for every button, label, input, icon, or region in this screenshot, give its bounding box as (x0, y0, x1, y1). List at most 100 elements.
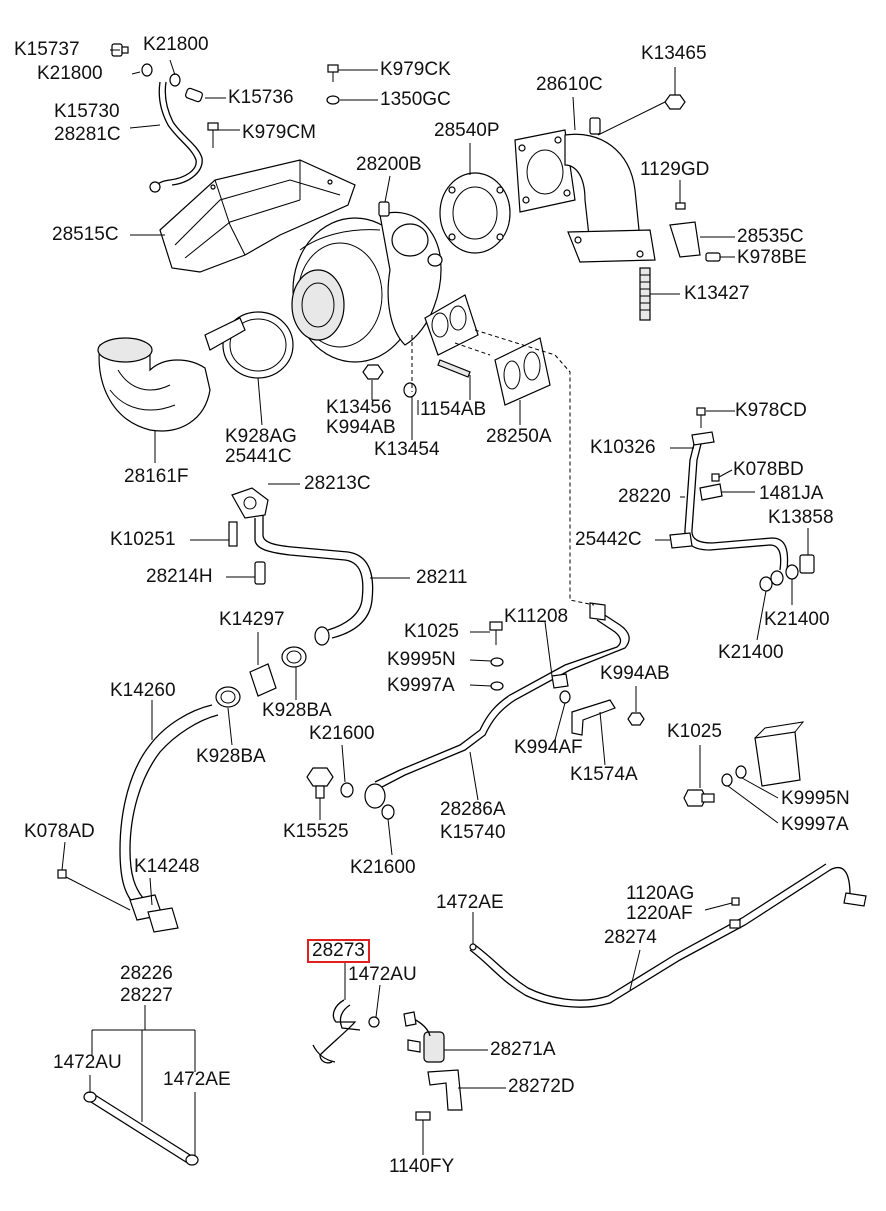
oil-feed-pipe-28281c (149, 81, 203, 193)
part-label-28214h: 28214H (146, 566, 213, 587)
part-label-k9995n-upper: K9995N (387, 649, 456, 670)
bracket-k1574a (571, 699, 616, 736)
part-label-k994ab-right: K994AB (600, 663, 670, 684)
washer-k9997a-lower (721, 773, 733, 787)
part-label-28540p: 28540P (434, 120, 500, 141)
part-label-1472ae-top: 1472AE (436, 892, 504, 913)
clip-1472au (368, 1016, 380, 1028)
turbocharger-28200b (291, 201, 443, 363)
part-label-1350gc: 1350GC (380, 89, 451, 110)
clamp-k928ba-upper (281, 646, 307, 668)
part-label-1472ae-bottom: 1472AE (163, 1069, 231, 1090)
part-label-k9997a-lower: K9997A (781, 814, 849, 835)
bracket-28535c (669, 202, 721, 262)
part-label-k15525: K15525 (283, 821, 349, 842)
washer-k994af (559, 690, 571, 704)
part-label-28273-highlighted: 28273 (307, 939, 370, 963)
part-label-k15730: K15730 (54, 101, 120, 122)
part-label-28227: 28227 (120, 985, 173, 1006)
part-label-25441c: 25441C (225, 446, 292, 467)
solenoid-valve-28271a (403, 1011, 445, 1063)
part-label-28610c: 28610C (536, 74, 603, 95)
bolt-1120ag (731, 897, 740, 906)
part-label-1154ab: 1154AB (420, 399, 487, 420)
part-label-k21800-top: K21800 (143, 34, 209, 55)
part-label-28515c: 28515C (52, 224, 119, 245)
part-label-28286a: 28286A (440, 799, 506, 820)
return-pipe-28211 (254, 515, 374, 646)
part-label-28220: 28220 (618, 486, 671, 507)
hose-k14297 (249, 663, 277, 697)
stud-1154ab (437, 359, 471, 378)
banjo-bolt-k15525 (306, 767, 334, 799)
part-label-28161f: 28161F (124, 466, 189, 487)
part-label-k928ba-lower: K928BA (196, 746, 266, 767)
part-label-1140fy: 1140FY (389, 1156, 455, 1177)
part-label-28200b: 28200B (356, 154, 422, 175)
part-label-k21600-lower: K21600 (350, 857, 416, 878)
part-label-k10251: K10251 (110, 529, 176, 550)
bracket-right (754, 721, 805, 787)
pipe-28273 (312, 999, 361, 1064)
part-label-k11208: K11208 (504, 606, 569, 627)
intake-elbow-28161f (97, 337, 211, 432)
part-label-1472au-left: 1472AU (53, 1052, 122, 1073)
part-label-28281c: 28281C (54, 124, 121, 145)
washer-k13454 (403, 382, 417, 398)
bolt-k978cd (696, 407, 706, 428)
dashed-connection-lines (411, 329, 595, 606)
part-label-28271a: 28271A (490, 1039, 556, 1060)
part-label-1129gd: 1129GD (640, 159, 710, 180)
part-label-k978cd: K978CD (735, 400, 807, 421)
hose-28226 (83, 1091, 199, 1166)
nut-k994ab (627, 712, 645, 726)
part-label-1220af: 1220AF (626, 903, 693, 924)
part-label-k994af: K994AF (514, 737, 583, 758)
part-label-k979ck: K979CK (380, 59, 451, 80)
clip-25442c (669, 532, 693, 549)
part-label-k1574a: K1574A (570, 764, 638, 785)
gasket-k14248 (129, 894, 179, 933)
part-label-k14248: K14248 (134, 856, 200, 877)
washer-k21800 (141, 63, 181, 87)
part-label-k21400-right: K21400 (764, 609, 830, 630)
bolt-1140fy (415, 1111, 431, 1140)
part-label-k979cm: K979CM (242, 122, 316, 143)
part-label-k13427: K13427 (684, 283, 750, 304)
part-label-k21400-lower: K21400 (718, 642, 784, 663)
part-label-k21800-left: K21800 (37, 63, 103, 84)
part-label-k994ab-top: K994AB (326, 417, 396, 438)
clip-k11208 (551, 673, 569, 689)
part-label-k1025-lower: K1025 (667, 721, 722, 742)
part-label-k13456: K13456 (326, 397, 392, 418)
washer-k9995n-lower (735, 765, 747, 779)
part-label-28535c: 28535C (737, 226, 804, 247)
oil-return-flange-28213c (231, 487, 269, 519)
fitting-28214h (254, 561, 266, 585)
part-label-k9997a-upper: K9997A (387, 675, 455, 696)
heat-shield-28515c (159, 159, 356, 273)
clip-1481ja (699, 483, 723, 501)
part-label-28274: 28274 (604, 927, 657, 948)
bolt-k078ad (57, 869, 67, 879)
part-label-28211: 28211 (416, 567, 468, 588)
part-label-28250a: 28250A (486, 426, 552, 447)
part-label-1472au-center: 1472AU (348, 964, 417, 985)
fitting-k15736 (185, 87, 203, 103)
part-label-k13454: K13454 (374, 439, 440, 460)
part-label-k078bd: K078BD (733, 459, 804, 480)
exhaust-elbow-28610c (514, 117, 656, 263)
part-label-28213c: 28213C (304, 473, 371, 494)
part-label-k978be: K978BE (737, 247, 807, 268)
washer-k21400 (759, 564, 799, 592)
bolt-k1025-lower (683, 789, 715, 807)
part-label-28226: 28226 (120, 963, 173, 984)
part-label-k21600-upper: K21600 (309, 723, 375, 744)
clamp-k928ba-lower (215, 686, 241, 708)
washer-k9997a-upper (490, 681, 504, 691)
part-label-k15737: K15737 (14, 39, 80, 60)
stud-k13427 (639, 267, 651, 321)
water-pipe-28220 (684, 431, 789, 571)
